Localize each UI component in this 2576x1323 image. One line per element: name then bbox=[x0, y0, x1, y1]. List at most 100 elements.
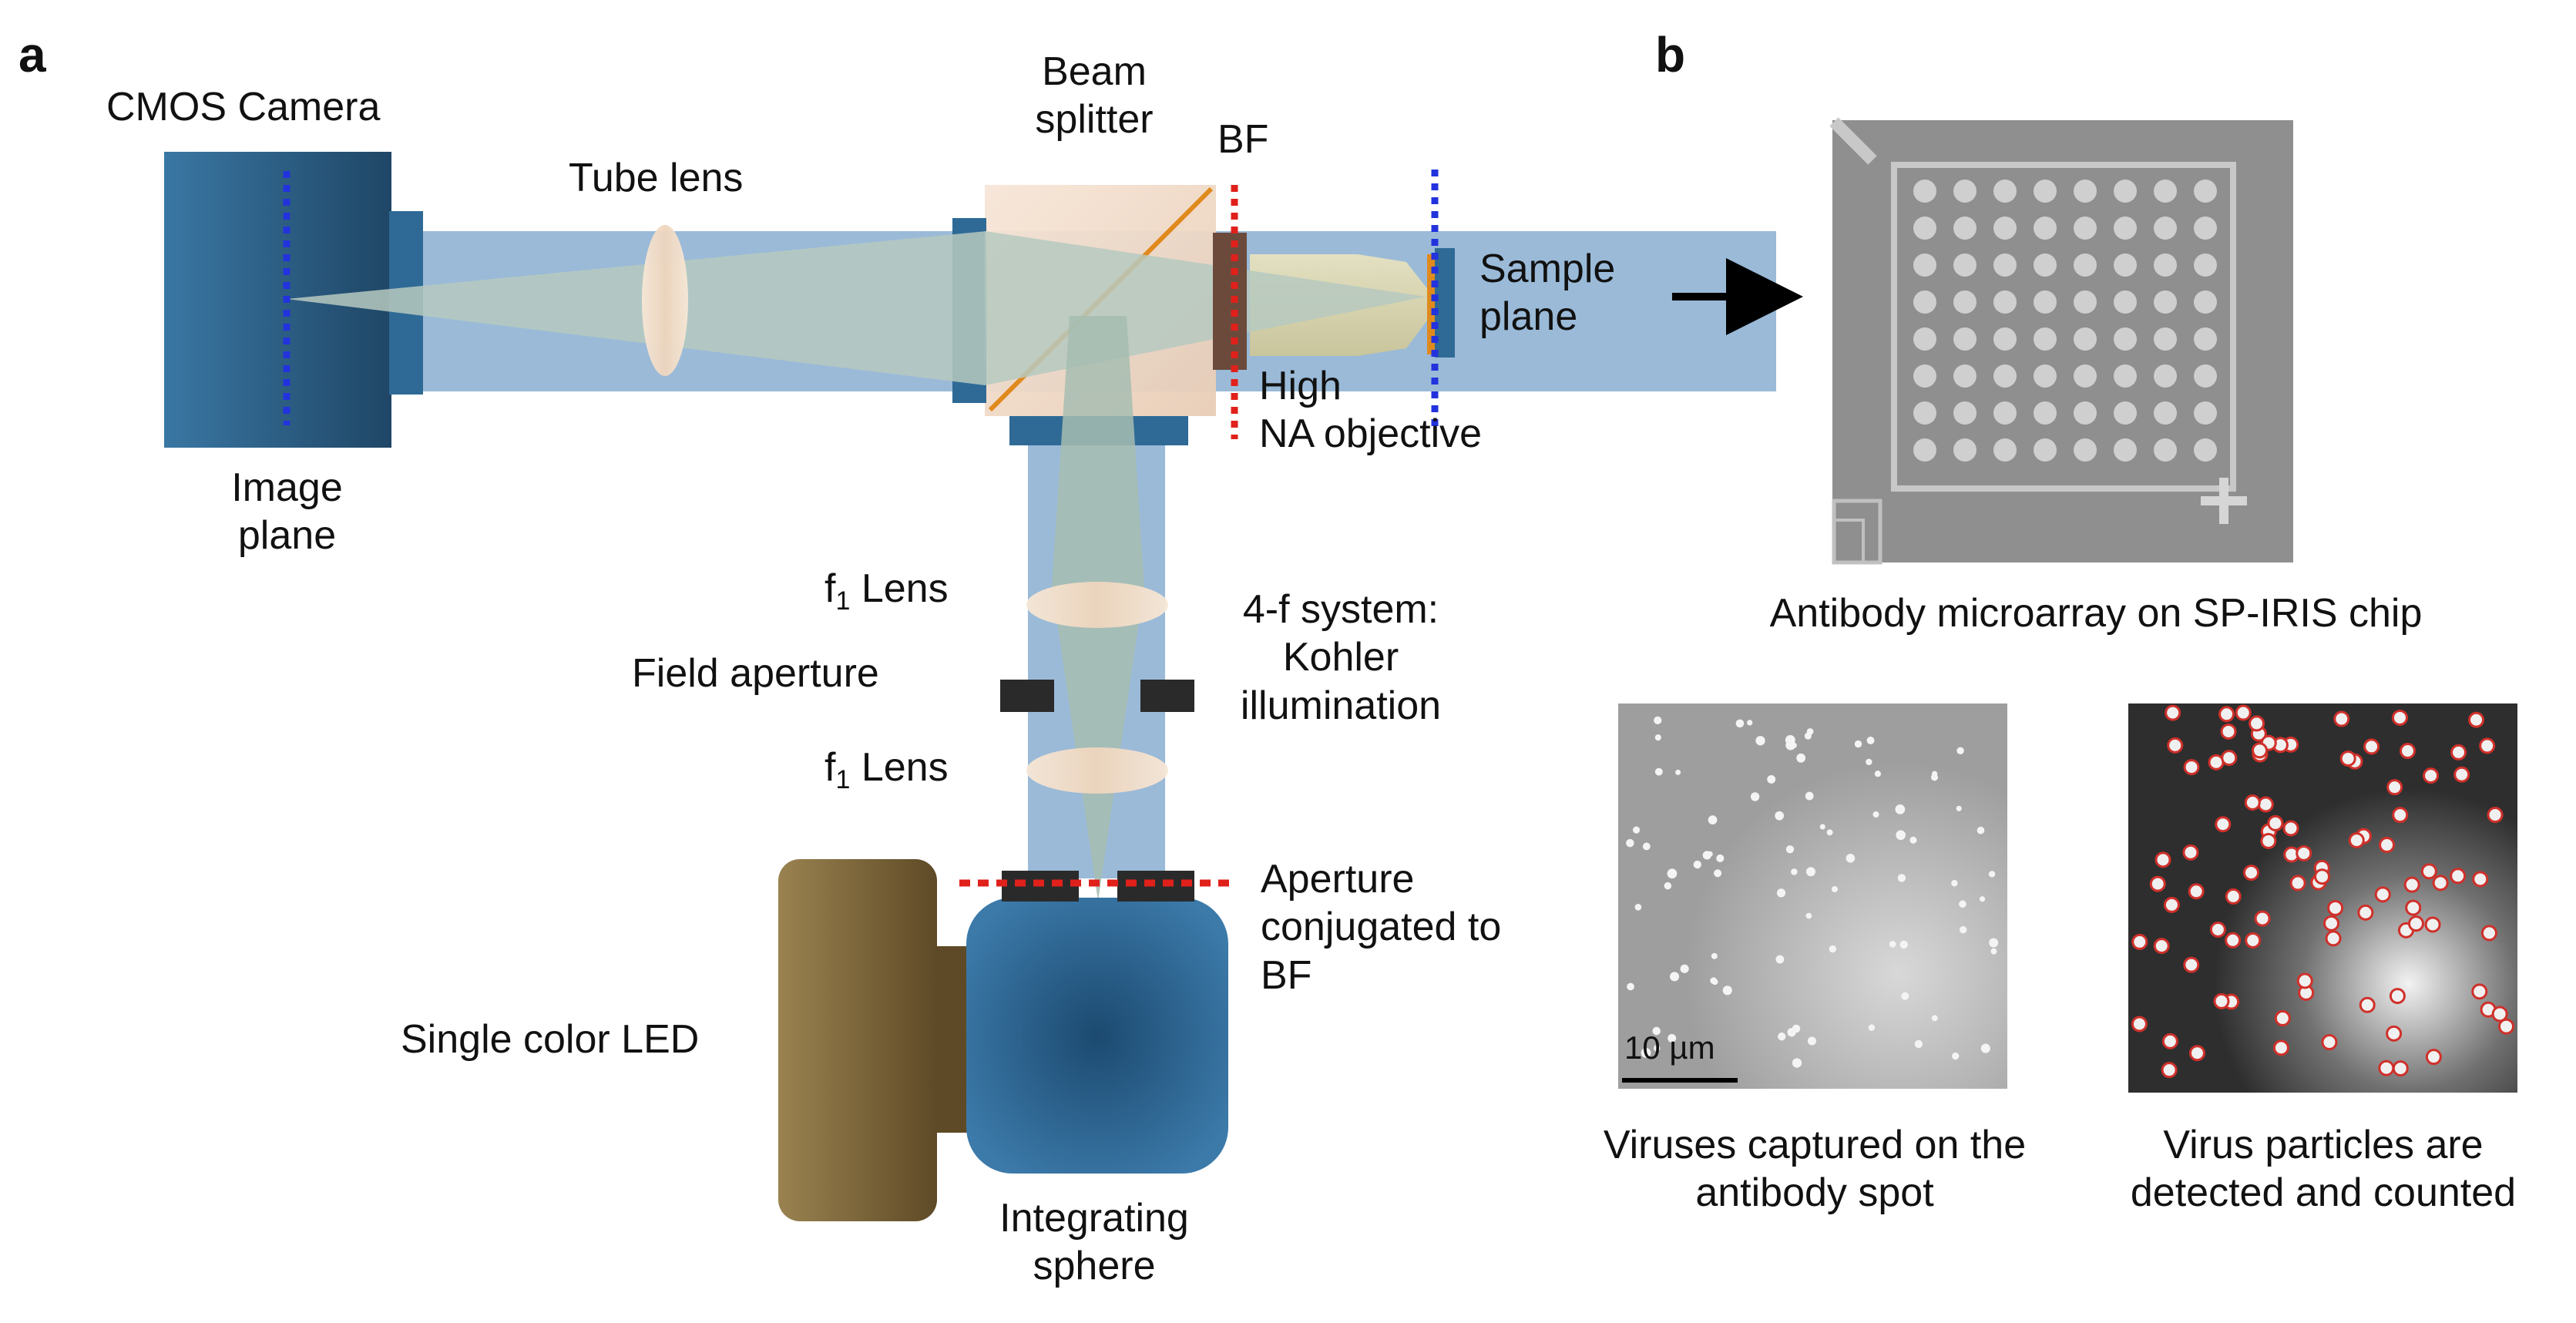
detected-particle-circle bbox=[2323, 915, 2340, 932]
virus-particle-dot bbox=[1626, 838, 1634, 848]
virus-particle-dot bbox=[1979, 896, 1986, 902]
virus-particle-dot bbox=[1634, 903, 1642, 911]
imaging-light-cone bbox=[287, 231, 986, 385]
virus-particle-dot bbox=[1805, 912, 1812, 919]
microarray-spot bbox=[1993, 401, 2017, 425]
detected-particle-circle bbox=[2235, 704, 2252, 721]
virus-particle-dot bbox=[1951, 880, 1958, 887]
detected-particle-circle bbox=[2289, 875, 2306, 892]
detected-particle-circle bbox=[2213, 992, 2230, 1009]
detected-particle-circle bbox=[2272, 1039, 2289, 1056]
microarray-spot bbox=[2154, 401, 2177, 425]
virus-particle-dot bbox=[1654, 767, 1663, 776]
microarray-spot bbox=[2114, 364, 2137, 388]
virus-particle-dot bbox=[1989, 938, 1999, 948]
detected-particle-circle bbox=[2161, 1062, 2178, 1079]
detected-particle-circle bbox=[2188, 883, 2205, 900]
f1-lens-lower-icon bbox=[1026, 747, 1168, 794]
detected-particle-circle bbox=[2215, 816, 2232, 833]
microarray-spot bbox=[2154, 217, 2177, 240]
microarray-spot bbox=[1993, 290, 2017, 314]
virus-particle-dot bbox=[1805, 867, 1815, 877]
virus-particle-dot bbox=[1959, 900, 1966, 908]
sample-plane-label: Sample plane bbox=[1479, 247, 1616, 340]
virus-particle-dot bbox=[1776, 888, 1786, 898]
microarray-spot bbox=[1913, 364, 1936, 388]
microarray-spot bbox=[2194, 327, 2217, 351]
detected-particle-circle bbox=[2399, 743, 2416, 760]
virus-particle-dot bbox=[1960, 925, 1967, 934]
field-aperture-left bbox=[1000, 680, 1054, 712]
virus-particle-dot bbox=[1714, 869, 1722, 878]
virus-particle-dot bbox=[1654, 716, 1662, 724]
detected-particle-circle bbox=[2432, 875, 2449, 892]
microarray-spot bbox=[1913, 438, 1936, 462]
detected-particle-circle bbox=[2453, 766, 2470, 783]
detected-particle-circle bbox=[2425, 1049, 2442, 1066]
virus-particle-dot bbox=[1930, 774, 1939, 781]
virus-particle-dot bbox=[1895, 804, 1906, 814]
virus-particle-dot bbox=[1787, 1028, 1796, 1037]
captured-viruses-image bbox=[1618, 703, 2007, 1089]
microarray-spot bbox=[1913, 254, 1936, 277]
microarray-spot bbox=[2074, 327, 2097, 351]
tube-lens-label: Tube lens bbox=[569, 156, 744, 200]
virus-particle-dot bbox=[1807, 1036, 1816, 1046]
microarray-spot bbox=[1993, 254, 2017, 277]
microarray-spot bbox=[1953, 254, 1977, 277]
detected-particle-circle bbox=[2165, 704, 2181, 721]
virus-particle-dot bbox=[1866, 758, 1872, 766]
virus-particle-dot bbox=[1627, 982, 1634, 991]
detected-particle-circle bbox=[2325, 930, 2342, 947]
image-plane-label: Image plane bbox=[231, 465, 343, 559]
detected-particle-circle bbox=[2392, 807, 2409, 824]
virus-particle-dot bbox=[1831, 885, 1839, 893]
virus-particle-dot bbox=[1652, 1026, 1661, 1036]
virus-particle-dot bbox=[1796, 753, 1806, 763]
microarray-spot bbox=[2154, 364, 2177, 388]
microarray-spot bbox=[2074, 290, 2097, 314]
detected-particle-circle bbox=[2131, 1016, 2148, 1033]
integrating-sphere-label: Integrating sphere bbox=[999, 1196, 1189, 1289]
microarray-spot bbox=[2194, 180, 2217, 203]
detected-particle-circle bbox=[2420, 863, 2437, 880]
detected-particle-circle bbox=[2282, 820, 2299, 837]
detected-particle-circle bbox=[2220, 723, 2237, 740]
virus-particle-dot bbox=[1854, 740, 1862, 748]
detected-particle-circle bbox=[2386, 779, 2403, 796]
detected-particle-circle bbox=[2378, 1059, 2395, 1076]
virus-particle-dot bbox=[1804, 732, 1812, 740]
detected-particle-circle bbox=[2267, 814, 2284, 831]
virus-particle-dot bbox=[1711, 952, 1718, 959]
virus-particle-dot bbox=[1829, 945, 1837, 953]
detected-particle-circle bbox=[2161, 1033, 2178, 1049]
four-f-system-label: 4-f system: Kohler illumination bbox=[1240, 587, 1442, 728]
detected-particle-circle bbox=[2468, 711, 2485, 728]
detected-particle-circle bbox=[2163, 896, 2180, 913]
detected-particle-circle bbox=[2167, 737, 2184, 754]
detected-particle-circle bbox=[2359, 996, 2376, 1013]
detected-particle-circle bbox=[2407, 915, 2424, 932]
virus-particle-dot bbox=[1722, 986, 1732, 996]
bf-aperture-block bbox=[1213, 233, 1247, 370]
detected-particle-circle bbox=[2471, 983, 2488, 1000]
virus-particle-dot bbox=[1805, 791, 1814, 801]
microarray-spot bbox=[2074, 217, 2097, 240]
microarray-spot bbox=[2114, 180, 2137, 203]
detected-particle-circle bbox=[2182, 844, 2199, 861]
f1-lens-lower-label: f1 Lens bbox=[825, 745, 949, 794]
detected-particle-circle bbox=[2245, 932, 2262, 949]
field-aperture-right bbox=[1140, 680, 1194, 712]
virus-particle-dot bbox=[1767, 774, 1776, 784]
detected-particle-circle bbox=[2339, 750, 2356, 767]
microarray-spot bbox=[2154, 180, 2177, 203]
detected-particle-circle bbox=[2131, 933, 2148, 950]
virus-particle-dot bbox=[1980, 1043, 1990, 1053]
virus-particle-dot bbox=[1747, 720, 1753, 726]
virus-particle-dot bbox=[1710, 977, 1718, 985]
detected-particle-circle bbox=[2498, 1018, 2515, 1035]
detected-particle-circle bbox=[2405, 899, 2422, 916]
virus-particle-dot bbox=[1826, 829, 1833, 836]
microarray-spot bbox=[2154, 254, 2177, 277]
